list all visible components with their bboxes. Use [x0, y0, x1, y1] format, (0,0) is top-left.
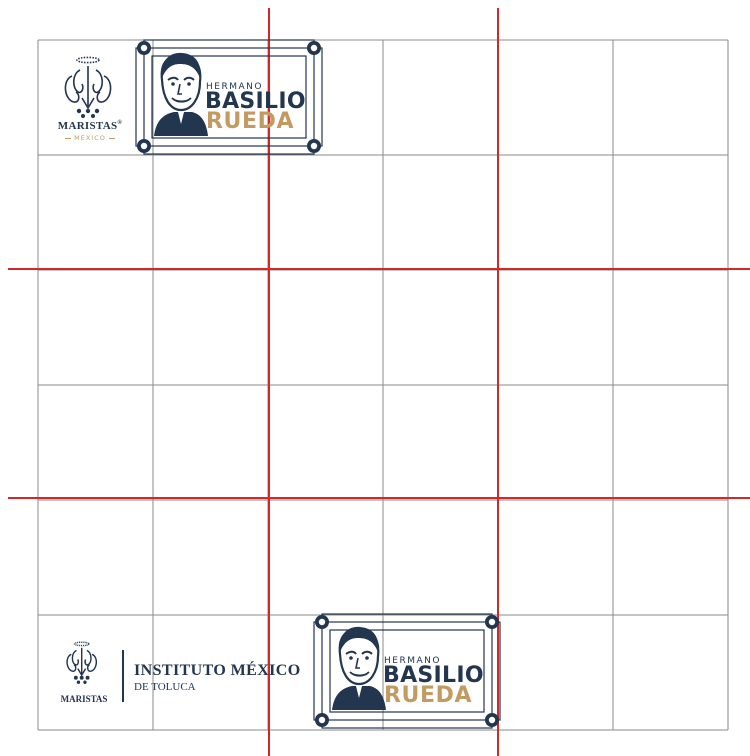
basilio-surname: RUEDA [384, 684, 472, 708]
instituto-subtitle: DE TOLUCA [134, 681, 196, 693]
marian-monogram-icon [58, 640, 108, 692]
brother-basilio-portrait-icon [332, 627, 386, 710]
basilio-rueda-logo-top: HERMANO BASILIO RUEDA [134, 38, 324, 156]
logo-divider [122, 650, 124, 702]
instituto-title: INSTITUTO MÉXICO [134, 662, 301, 680]
instituto-mexico-toluca-logo: MARISTAS INSTITUTO MÉXICO DE TOLUCA [56, 640, 316, 710]
maristas-wordmark: MARISTAS [56, 694, 112, 704]
brother-basilio-portrait-icon [154, 53, 208, 136]
basilio-surname: RUEDA [206, 110, 294, 134]
maristas-mexico-logo: MARISTAS® MÉXICO [52, 54, 128, 146]
marian-monogram-icon [52, 54, 128, 146]
basilio-rueda-logo-bottom: HERMANO BASILIO RUEDA [312, 612, 502, 730]
maristas-wordmark: MARISTAS® [50, 120, 130, 132]
mexico-wordmark: MÉXICO [52, 134, 128, 142]
